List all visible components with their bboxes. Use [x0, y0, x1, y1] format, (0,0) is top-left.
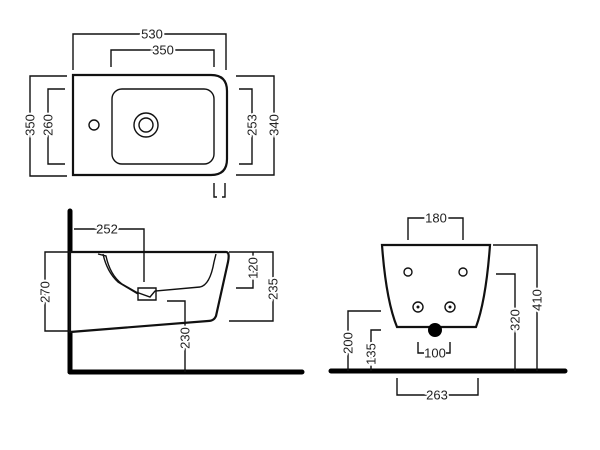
dim-line-230 [167, 300, 186, 372]
fixing-hole-icon [403, 267, 413, 277]
front-view: 180 100 200 135 263 320 410 [328, 209, 568, 405]
waste-outlet-icon [428, 323, 442, 337]
dim-line-100 [417, 342, 451, 354]
dim-270: 270 [38, 281, 53, 303]
dim-line-410 [493, 244, 538, 371]
tap-hole-icon [88, 119, 100, 131]
front-view-outline [380, 243, 492, 329]
side-view-outline [68, 250, 230, 334]
basin-outline [111, 88, 215, 165]
dim-340: 340 [267, 114, 282, 136]
dim-120: 120 [246, 257, 261, 279]
fixing-hole-center [416, 305, 420, 309]
dim-line-135 [370, 329, 381, 371]
dim-180: 180 [425, 211, 447, 226]
dim-530: 530 [141, 27, 163, 42]
dim-lines-120-235 [229, 251, 274, 322]
dim-320: 320 [508, 309, 523, 331]
dim-line-253 [239, 88, 253, 165]
fixing-hole-icon [412, 301, 424, 313]
top-view-outline [71, 73, 229, 177]
dim-135: 135 [364, 343, 379, 365]
bowl-profile [97, 253, 217, 298]
fixing-hole-center [448, 305, 452, 309]
dim-263: 263 [426, 388, 448, 403]
fixing-hole-icon [444, 301, 456, 313]
dim-350: 350 [152, 43, 174, 58]
side-view: 252 270 230 120 235 [36, 208, 305, 375]
dim-line-200 [347, 310, 381, 371]
dim-200: 200 [341, 332, 356, 354]
dim-350-left: 350 [23, 114, 38, 136]
dim-line-320 [496, 273, 516, 371]
dim-line-350 [110, 49, 215, 67]
dim-line-350-left [29, 75, 67, 177]
dim-235: 235 [266, 278, 281, 300]
dim-230: 230 [178, 327, 193, 349]
dim-line-530 [72, 33, 227, 70]
drain-inner-icon [138, 117, 154, 133]
dim-252: 252 [96, 222, 118, 237]
dim-line-340 [236, 75, 275, 176]
dim-line-252 [74, 228, 145, 282]
dim-line-263 [396, 378, 479, 396]
bracket-marks [213, 183, 226, 198]
bowl-drain [102, 253, 157, 301]
dim-410: 410 [530, 289, 545, 311]
dim-260: 260 [41, 114, 56, 136]
dim-line-270 [44, 251, 70, 332]
dim-253: 253 [245, 114, 260, 136]
drain-outer-icon [133, 112, 159, 138]
dim-line-180 [407, 217, 464, 240]
top-view: 530 350 350 260 253 340 [21, 25, 284, 198]
fixing-hole-icon [458, 267, 468, 277]
dim-100: 100 [424, 346, 446, 361]
dim-line-260 [47, 88, 65, 165]
